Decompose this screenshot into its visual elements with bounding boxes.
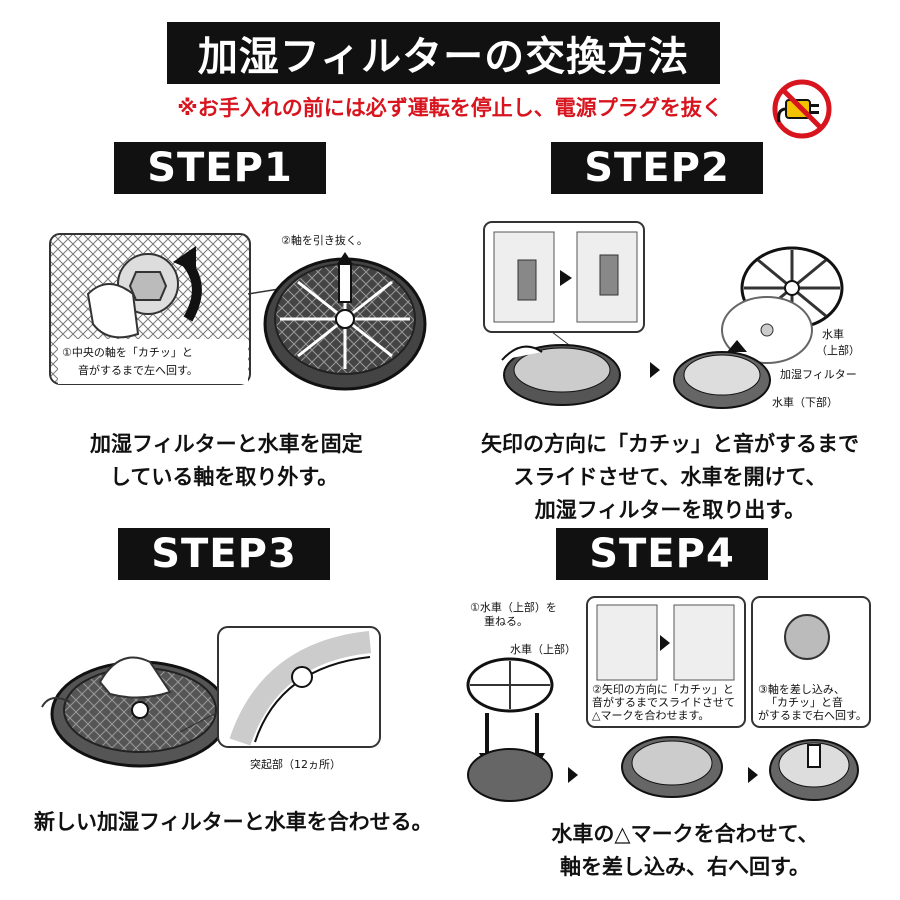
step2-illustration: 水車 （上部） 加湿フィルター 水車（下部） (483, 221, 860, 409)
warning-text: ※お手入れの前には必ず運転を停止し、電源プラグを抜く (177, 96, 723, 120)
arrow-right-icon (660, 635, 670, 651)
step1-note1a: ①中央の軸を「カチッ」と (62, 345, 193, 359)
step4-note1a: ①水車（上部）を (470, 600, 557, 614)
step2-lower-label: 水車（下部） (772, 395, 838, 409)
arrow-right-icon (650, 362, 660, 378)
step1-note2: ②軸を引き抜く。 (281, 233, 368, 247)
step3-caption: 新しい加湿フィルターと水車を合わせる。 (34, 810, 433, 834)
step2-caption-line3: 加湿フィルターを取り出す。 (534, 498, 806, 522)
step4-note3b: 「カチッ」と音 (766, 695, 843, 709)
step4-illustration: ①水車（上部）を 重ねる。 水車（上部） ②矢印の方向に「カチッ」と 音がするま… (466, 596, 871, 802)
step2-filter-label: 加湿フィルター (780, 368, 857, 381)
step4-note3c: がするまで右へ回す。 (758, 708, 867, 722)
step4-caption: 水車の△マークを合わせて、 軸を差し込み、右へ回す。 (505, 818, 865, 884)
page-title: 加湿フィルターの交換方法 (167, 22, 720, 84)
step4-note2a: ②矢印の方向に「カチッ」と (592, 682, 734, 696)
arrow-right-icon (568, 767, 578, 783)
step4-upper-label: 水車（上部） (510, 642, 576, 656)
step2-upper-label-b: （上部） (816, 343, 860, 357)
step3-bump-label: 突起部（12ヵ所） (250, 757, 341, 771)
step4-note3a: ③軸を差し込み、 (758, 682, 845, 696)
step1-caption-line1: 加湿フィルターと水車を固定 (90, 432, 363, 456)
step2-label: STEP2 (551, 142, 763, 194)
step4-label: STEP4 (556, 528, 768, 580)
arrow-right-icon (560, 270, 572, 286)
step4-caption-line2: 軸を差し込み、右へ回す。 (560, 855, 810, 879)
step2-caption-line1: 矢印の方向に「カチッ」と音がするまで (481, 432, 859, 456)
arrow-right-icon (748, 767, 758, 783)
step1-caption: 加湿フィルターと水車を固定 している軸を取り外す。 (90, 428, 363, 494)
step3-illustration: 突起部（12ヵ所） (41, 626, 381, 771)
step3-label: STEP3 (118, 528, 330, 580)
step2-caption: 矢印の方向に「カチッ」と音がするまで スライドさせて、水車を開けて、 加湿フィル… (480, 428, 860, 527)
step4-note1b: 重ねる。 (484, 614, 528, 628)
step1-note1b: 音がするまで左へ回す。 (78, 363, 198, 377)
no-plug-icon (772, 79, 832, 139)
step1-caption-line2: している軸を取り外す。 (110, 465, 339, 489)
step4-caption-line1: 水車の△マークを合わせて、 (551, 822, 819, 846)
step4-note2b: 音がするまでスライドさせて (592, 695, 735, 709)
step1-label: STEP1 (114, 142, 326, 194)
step2-caption-line2: スライドさせて、水車を開けて、 (513, 465, 827, 489)
step1-illustration: ①中央の軸を「カチッ」と 音がするまで左へ回す。 ②軸を引き抜く。 (49, 233, 427, 391)
step2-upper-label-a: 水車 (822, 327, 844, 341)
step4-note2c: △マークを合わせます。 (592, 708, 709, 722)
